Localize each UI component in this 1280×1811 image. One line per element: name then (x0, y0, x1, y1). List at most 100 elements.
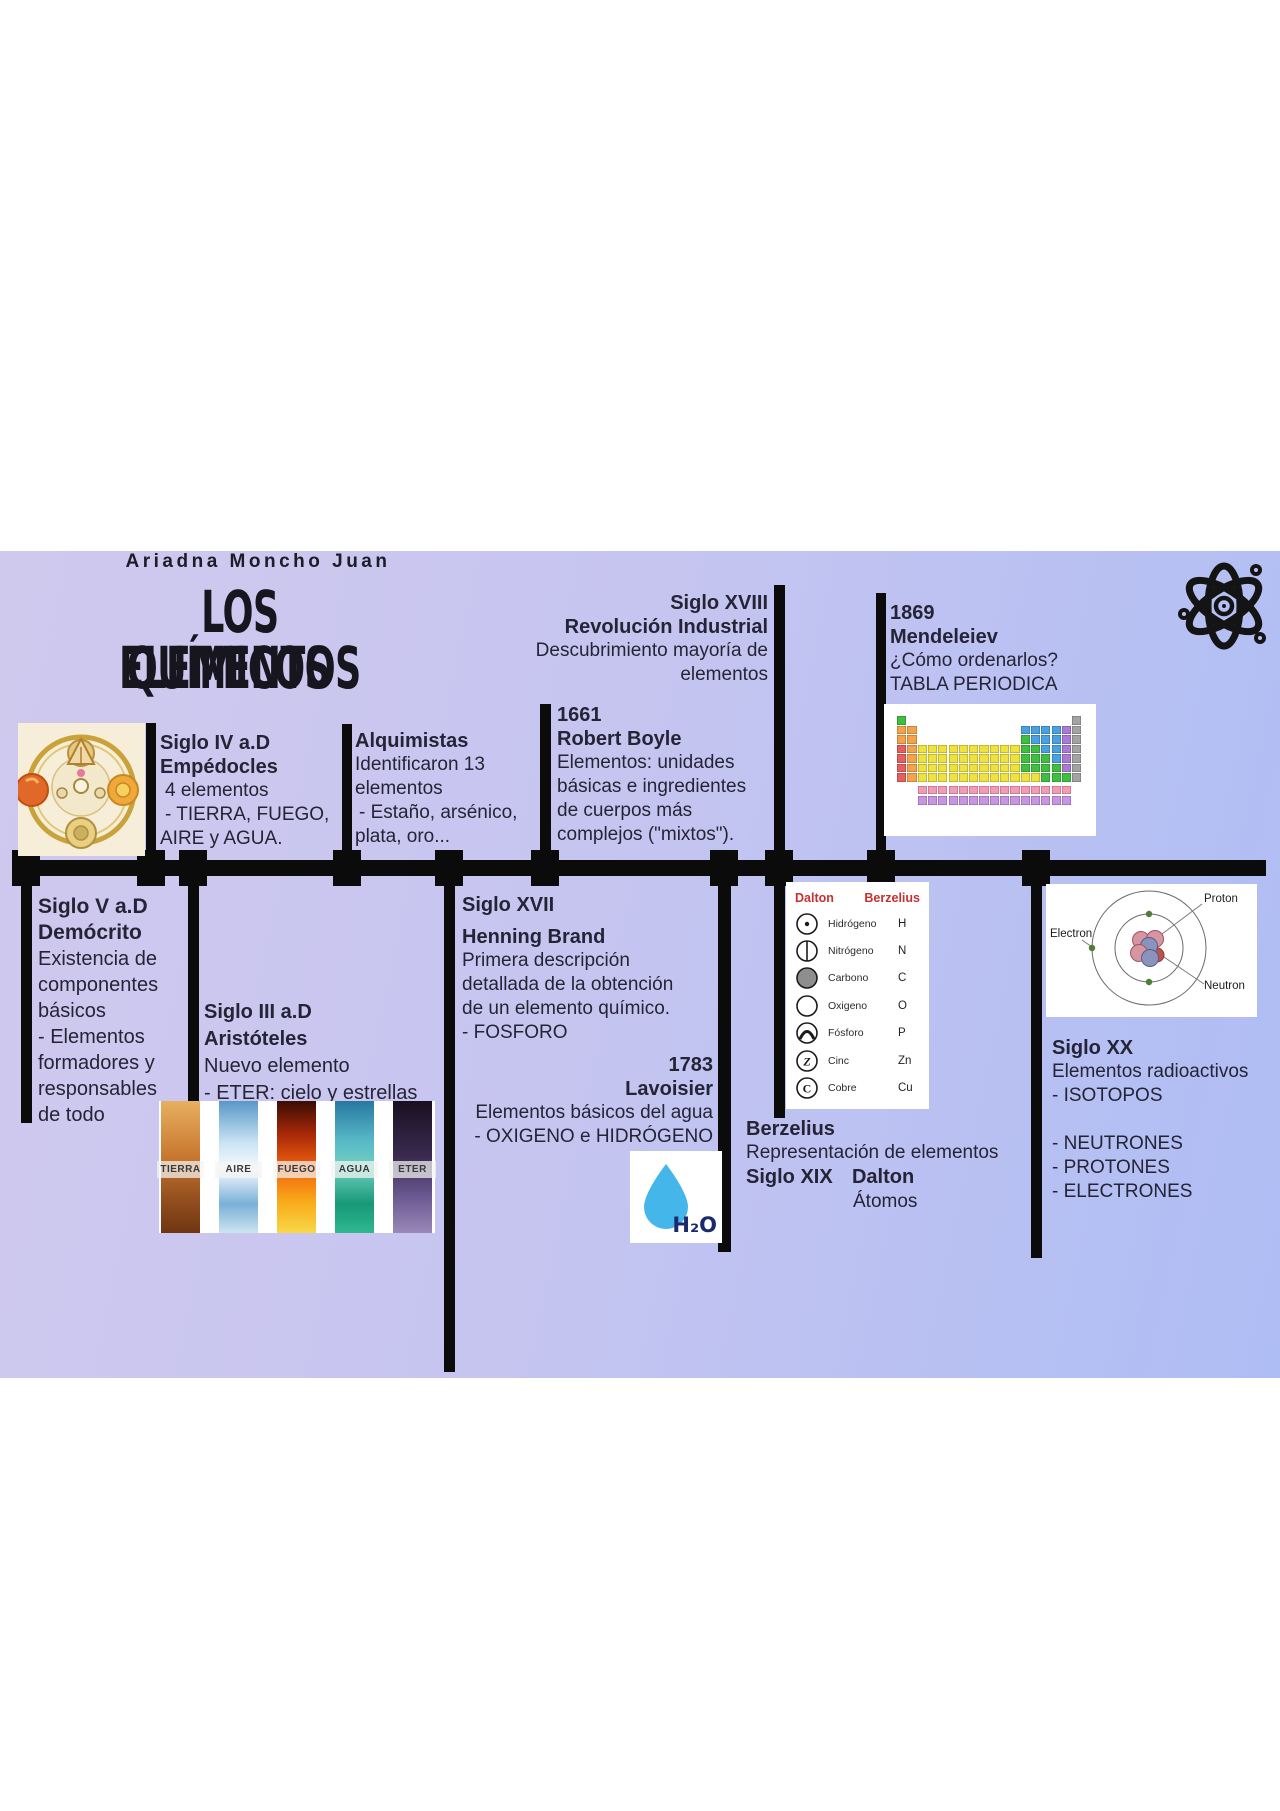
periodic-table-cell (1051, 735, 1061, 744)
element-strip-eter: ETER (389, 1101, 436, 1233)
event-desc: básicos (38, 1000, 106, 1022)
periodic-table-cell (907, 735, 917, 744)
event-desc: - FOSFORO (462, 1022, 568, 1043)
timeline-node (867, 850, 895, 886)
periodic-table-cell (989, 754, 999, 763)
dalton-table-header: Dalton Berzelius (795, 891, 920, 905)
h2o-label: H₂O (672, 1213, 717, 1237)
periodic-table-cell (1020, 763, 1030, 773)
svg-text:C: C (803, 1082, 812, 1096)
page-title-line1: LOS ELEMENTOS (118, 578, 361, 702)
element-strip-label: FUEGO (273, 1161, 320, 1178)
periodic-table-cell (917, 785, 927, 795)
periodic-table-cell (969, 773, 979, 782)
event-desc: Primera descripción (462, 950, 630, 971)
periodic-table-cell (907, 754, 917, 763)
periodic-table-cell (1072, 735, 1082, 744)
element-strip-aire: AIRE (215, 1101, 262, 1233)
event-title: Revolución Industrial (564, 616, 768, 638)
event-desc: - TIERRA, FUEGO, (165, 804, 330, 825)
periodic-table-cell (979, 763, 989, 773)
event-desc: TABLA PERIODICA (890, 674, 1058, 695)
event-desc: plata, oro... (355, 826, 451, 847)
event-desc: - ETER: cielo y estrellas (204, 1082, 418, 1104)
periodic-table-cell (979, 754, 989, 763)
periodic-table-cell (1020, 796, 1030, 805)
periodic-table-cell (897, 716, 907, 725)
periodic-table-cell (1000, 754, 1010, 763)
event-desc: AIRE y AGUA. (160, 828, 283, 849)
event-siglo18: Siglo XVIII Revolución Industrial Descub… (420, 591, 768, 687)
periodic-table-cell (1020, 773, 1030, 782)
event-desc: básicas e ingredientes (557, 776, 747, 797)
h2o-image: H₂O (630, 1151, 722, 1243)
periodic-table-cell (938, 773, 948, 782)
timeline-node (1022, 850, 1050, 886)
event-desc: de todo (38, 1104, 105, 1126)
periodic-table-cell (927, 796, 938, 805)
periodic-table-cell (948, 773, 958, 782)
element-name: Nitrógeno (828, 945, 874, 958)
periodic-table-cell (907, 725, 917, 735)
element-name: Cobre (828, 1082, 857, 1095)
circle-filled-icon (796, 967, 818, 990)
periodic-table-cell (1041, 735, 1051, 744)
event-era: Siglo IV a.D (160, 732, 271, 754)
event-desc: componentes (38, 974, 159, 996)
atom-model-image: Proton Electron Neutron (1046, 884, 1257, 1017)
timeline-node (710, 850, 738, 886)
periodic-table-cell (897, 735, 907, 744)
periodic-table-cell (1020, 785, 1030, 795)
periodic-table-cell (958, 763, 969, 773)
periodic-table-cell (938, 763, 948, 773)
periodic-table-cell (927, 785, 938, 795)
periodic-table-cell (917, 796, 927, 805)
periodic-table-cell (969, 796, 979, 805)
periodic-table-cell (958, 754, 969, 763)
periodic-table-cell (1051, 754, 1061, 763)
periodic-table-cell (989, 763, 999, 773)
periodic-table-cell (1061, 735, 1072, 744)
event-lavoisier: 1783 Lavoisier Elementos básicos del agu… (440, 1053, 713, 1149)
event-desc: Nuevo elemento (204, 1055, 350, 1077)
event-desc: Átomos (853, 1191, 918, 1212)
periodic-table-cell (979, 773, 989, 782)
event-desc: Descubrimiento mayoría de (535, 640, 768, 661)
periodic-table-cell (1000, 785, 1010, 795)
timeline-connector-empedocles (146, 723, 156, 860)
timeline-node (137, 850, 165, 886)
periodic-table-cell (1010, 763, 1020, 773)
atom-icon (1178, 562, 1266, 650)
author-name: Ariadna Moncho Juan (125, 551, 391, 572)
event-person: Robert Boyle (557, 728, 682, 750)
periodic-table-cell (1000, 763, 1010, 773)
periodic-table-cell (969, 763, 979, 773)
event-person: Empédocles (160, 756, 278, 778)
periodic-table-cell (1072, 763, 1082, 773)
periodic-table-cell (1061, 796, 1072, 805)
atom-label-neutron: Neutron (1204, 980, 1245, 992)
event-desc: - NEUTRONES (1052, 1133, 1183, 1154)
circle-chevron-icon (796, 1022, 818, 1045)
atom-label-proton: Proton (1204, 893, 1238, 905)
periodic-table-cell (1030, 763, 1041, 773)
periodic-table-cell (979, 744, 989, 754)
atom-label-electron: Electron (1050, 928, 1092, 940)
periodic-table-cell (1061, 744, 1072, 754)
periodic-table-cell (1051, 773, 1061, 782)
event-era: Siglo XIX (746, 1166, 833, 1188)
event-siglo20: Siglo XX Elementos radioactivos - ISOTOP… (1052, 1036, 1274, 1204)
periodic-table-cell (989, 773, 999, 782)
event-boyle: 1661 Robert Boyle Elementos: unidades bá… (557, 703, 772, 847)
event-era: Siglo XX (1052, 1037, 1134, 1059)
periodic-table-cell (1061, 763, 1072, 773)
timeline-connector-henning (444, 860, 455, 1372)
event-year: 1783 (668, 1054, 714, 1076)
periodic-table-cell (1061, 785, 1072, 795)
event-empedocles: Siglo IV a.D Empédocles 4 elementos - TI… (160, 731, 355, 851)
